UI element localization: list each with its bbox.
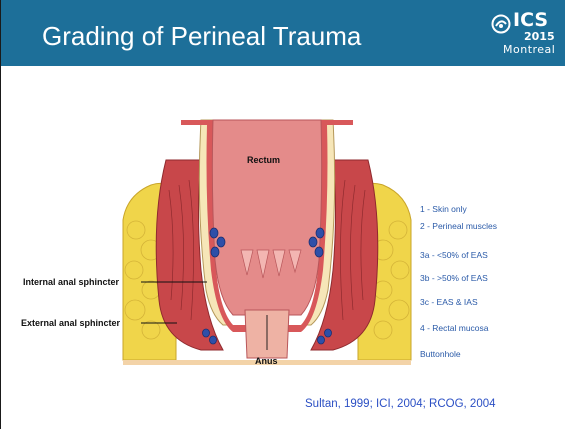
logo-city: Montreal bbox=[503, 43, 555, 56]
logo-brand: ICS bbox=[513, 9, 548, 31]
grade-3c: 3c - EAS & IAS bbox=[420, 297, 478, 307]
slide-title: Grading of Perineal Trauma bbox=[42, 21, 361, 52]
grade-4: 4 - Rectal mucosa bbox=[420, 323, 489, 333]
label-internal-sphincter: Internal anal sphincter bbox=[23, 277, 119, 287]
grade-buttonhole: Buttonhole bbox=[420, 349, 461, 359]
grade-3b: 3b - >50% of EAS bbox=[420, 273, 488, 283]
label-external-sphincter: External anal sphincter bbox=[21, 318, 120, 328]
label-anus: Anus bbox=[255, 356, 278, 366]
citation: Sultan, 1999; ICI, 2004; RCOG, 2004 bbox=[305, 398, 496, 410]
ics-logo: ICS 2015 Montreal bbox=[487, 10, 561, 62]
logo-year: 2015 bbox=[524, 30, 555, 43]
rectum-mucosa bbox=[212, 120, 321, 315]
grade-3a: 3a - <50% of EAS bbox=[420, 250, 488, 260]
grade-2: 2 - Perineal muscles bbox=[420, 221, 497, 231]
grade-1: 1 - Skin only bbox=[420, 204, 467, 214]
slide-header: Grading of Perineal Trauma ICS 2015 Mont… bbox=[1, 0, 565, 66]
ics-emblem-icon bbox=[491, 14, 511, 34]
label-rectum: Rectum bbox=[247, 155, 280, 165]
